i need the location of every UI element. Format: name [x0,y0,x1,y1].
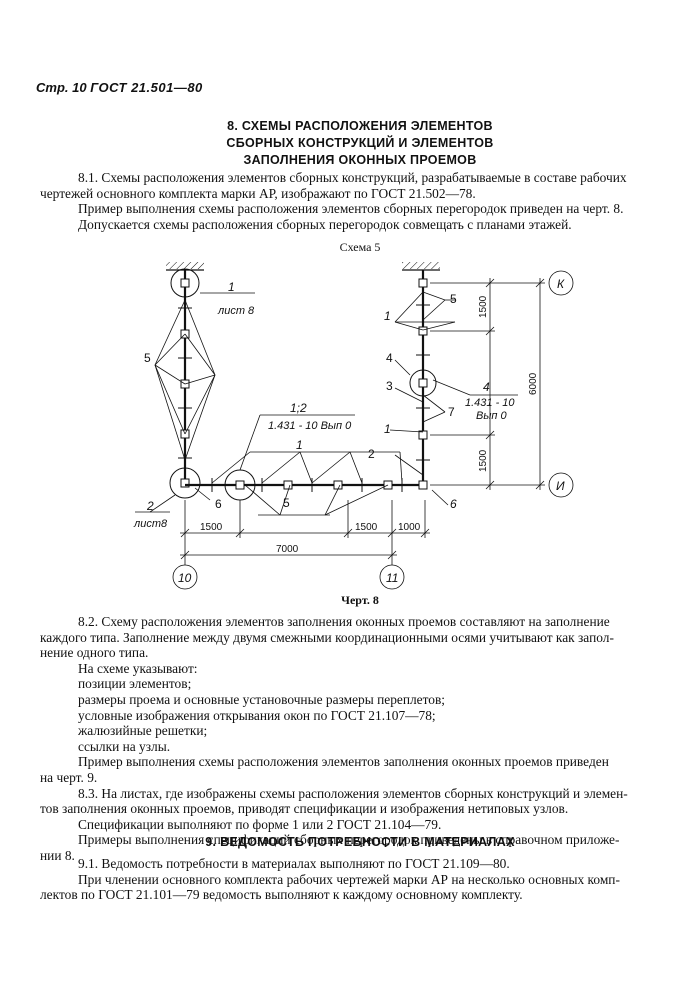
label-3-right: 3 [386,379,393,393]
label-5-left: 5 [144,351,151,365]
label-1-2-ref: 1.431 - 10 Вып 0 [268,420,352,432]
right-partition-joints [418,278,428,490]
label-2-right: 2 [368,447,375,461]
section-8-title: 8. СХЕМЫ РАСПОЛОЖЕНИЯ ЭЛЕМЕНТОВ СБОРНЫХ … [226,119,494,167]
label-2-left: 2 [146,499,154,513]
axis-10-label: 10 [178,571,192,585]
left-partition [169,268,201,499]
label-1-top: 1 [228,280,235,294]
leader-5-left [154,292,255,461]
section-9-title: 9. ВЕДОМОСТЬ ПОТРЕБНОСТИ В МАТЕРИАЛАХ [205,835,515,849]
dim-1500-right: 1500 [478,449,489,472]
paragraph-9-1: 9.1. Ведомость потребности в материалах … [40,856,620,903]
dim-1500-top: 1500 [478,295,489,318]
label-1-mid: 1 [296,438,303,452]
scheme-title: Схема 5 [339,240,381,254]
horizontal-ticks [211,478,403,492]
axis-I-label: И [556,479,565,493]
label-5-right: 5 [450,292,457,306]
leader-right [389,291,518,506]
label-1-2: 1;2 [290,401,307,415]
axis-11-label: 11 [386,571,398,585]
right-dimensions [430,270,574,498]
dim-1000: 1000 [398,522,421,533]
bottom-dimensions [172,500,430,590]
leader-1-2 [239,414,355,471]
wall-hatch-right [402,262,440,269]
label-4-ref2: Вып 0 [476,410,508,422]
horizontal-joints [235,480,393,490]
dim-6000: 6000 [528,372,539,395]
label-sheet-8-top: лист 8 [217,305,255,317]
dim-1500-a: 1500 [200,522,223,533]
label-4-ref: 4 [483,380,490,394]
label-6-right: 6 [450,497,457,511]
page-header: Стр. 10 ГОСТ 21.501—80 [36,80,203,95]
label-4-right: 4 [386,351,393,365]
label-sheet-8-bottom: лист8 [133,518,168,530]
paragraph-8-1: 8.1. Схемы расположения элементов сборны… [40,170,627,232]
right-partition [409,270,437,485]
label-1-right-low: 1 [384,422,391,436]
right-partition-ticks [416,304,430,461]
partition-layout-drawing: 1 лист 8 5 1 5 1;2 1.4 [133,262,574,590]
wall-hatch-left [166,262,204,269]
paragraph-8-2-8-3: 8.2. Схему расположения элементов заполн… [40,614,628,863]
label-5-mid: 5 [283,496,290,510]
label-6-left: 6 [215,497,222,511]
leader-1-mid [211,451,403,516]
standard-number: ГОСТ 21.501—80 [90,80,203,95]
left-partition-ticks [178,307,192,459]
label-1-right: 1 [384,309,391,323]
page-number: Стр. 10 [36,80,87,95]
figure-caption: Черт. 8 [341,593,379,607]
dim-1500-b: 1500 [355,522,378,533]
axis-K-label: К [557,277,565,291]
leader-2-left [135,487,211,513]
label-7: 7 [448,405,455,419]
dim-7000: 7000 [276,544,299,555]
